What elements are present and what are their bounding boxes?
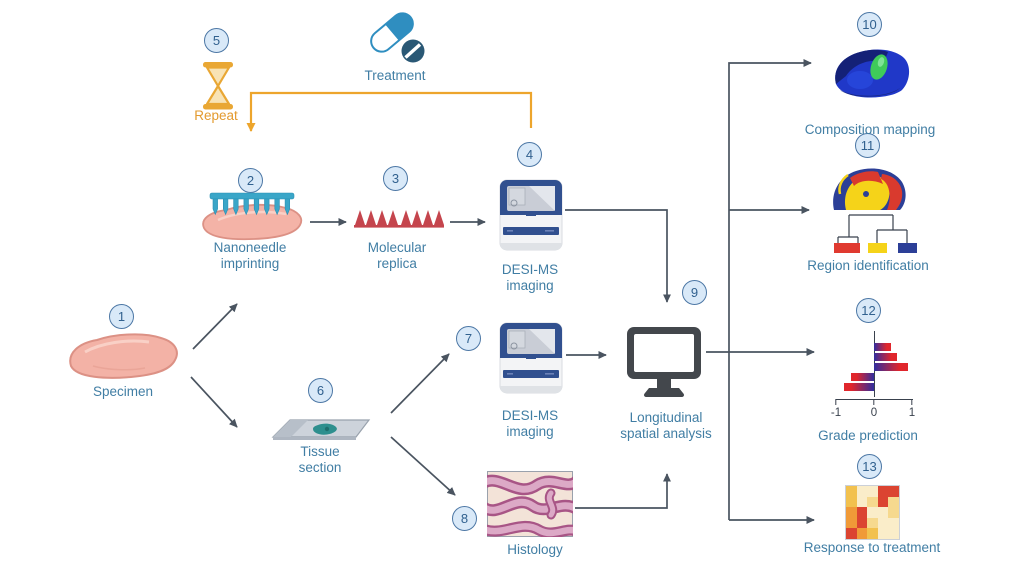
response-heatmap <box>845 485 900 540</box>
label-nanoneedle: Nanoneedle imprinting <box>213 240 287 272</box>
label-composition: Composition mapping <box>804 122 936 137</box>
arrow-specimen-to-nanoneedle <box>192 303 238 350</box>
desi-ms-instrument-icon-mid <box>499 322 563 403</box>
label-analysis: Longitudinal spatial analysis <box>620 410 712 442</box>
step-badge-9: 9 <box>682 280 707 305</box>
nanoneedle-comb-icon <box>198 192 308 251</box>
region-blob-icon <box>830 164 910 219</box>
label-repeat: Repeat <box>194 108 238 123</box>
step-badge-12: 12 <box>856 298 881 323</box>
molecular-spikes-icon <box>352 206 447 235</box>
step-badge-10: 10 <box>857 12 882 37</box>
label-desi-top: DESI-MS imaging <box>501 262 559 294</box>
label-response: Response to treatment <box>803 540 941 555</box>
pills-icon <box>358 8 434 73</box>
label-tissue: Tissue section <box>298 444 342 476</box>
step-badge-11: 11 <box>855 133 880 158</box>
step-badge-5: 5 <box>204 28 229 53</box>
step-badge-8: 8 <box>452 506 477 531</box>
desi-ms-instrument-icon-top <box>499 179 563 260</box>
label-desi-mid: DESI-MS imaging <box>501 408 559 440</box>
arrow-tissue-to-desi7 <box>390 353 450 414</box>
arrow-analysis-to-composition <box>728 59 812 520</box>
dendrogram-icon <box>822 210 922 260</box>
step-badge-6: 6 <box>308 378 333 403</box>
step-badge-4: 4 <box>517 142 542 167</box>
microscope-slide-icon <box>270 416 372 449</box>
step-badge-1: 1 <box>109 304 134 329</box>
specimen-icon <box>63 326 183 391</box>
arrow-histology-to-analysis <box>575 473 671 509</box>
label-replica: Molecular replica <box>367 240 427 272</box>
composition-map-blob-icon <box>830 44 914 113</box>
step-badge-13: 13 <box>857 454 882 479</box>
label-histology: Histology <box>507 542 563 557</box>
label-treatment: Treatment <box>364 68 426 83</box>
label-grade: Grade prediction <box>818 428 918 443</box>
label-region: Region identification <box>807 258 929 273</box>
arrow-desi4-to-analysis <box>565 209 671 303</box>
histology-micrograph-icon <box>477 471 583 542</box>
step-badge-7: 7 <box>456 326 481 351</box>
step-badge-2: 2 <box>238 168 263 193</box>
monitor-icon <box>626 326 706 405</box>
repeat-loop-arrow <box>246 91 533 132</box>
hourglass-icon <box>201 62 235 115</box>
step-badge-3: 3 <box>383 166 408 191</box>
arrow-tissue-to-histology <box>390 436 456 496</box>
arrow-specimen-to-tissue <box>190 376 238 428</box>
label-specimen: Specimen <box>92 384 154 399</box>
